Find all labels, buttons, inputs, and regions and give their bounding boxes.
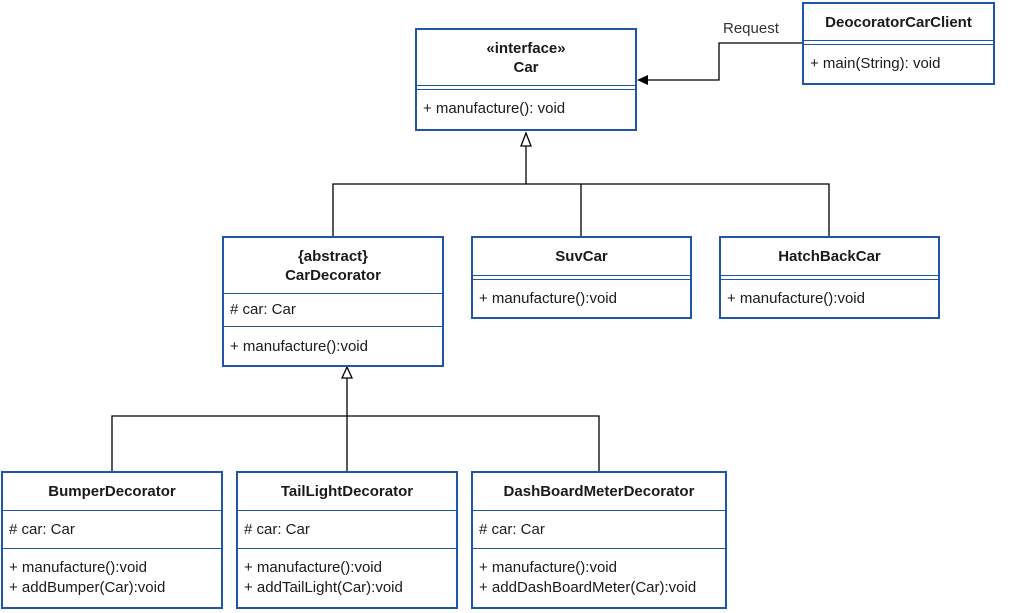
class-car-header: «interface» Car [417,30,635,85]
class-suv-car-name: SuvCar [555,248,608,265]
class-suv-car-header: SuvCar [473,238,690,275]
class-taillight-decorator-name: TailLightDecorator [280,483,414,500]
attribute-text: # car: Car [244,520,310,538]
method-text: + manufacture():void [244,559,382,576]
class-bumper-decorator-divider [3,548,221,549]
method-text: + addBumper(Car):void [9,579,166,596]
class-taillight-decorator[interactable]: TailLightDecorator # car: Car + manufact… [236,471,458,609]
class-taillight-decorator-methods: + manufacture():void + addTailLight(Car)… [238,549,456,607]
class-car-decorator-header: {abstract} CarDecorator [224,238,442,293]
attribute-text: # car: Car [9,520,75,538]
method-text: + manufacture():void [479,559,617,576]
class-hatchback-car-divider [721,275,938,280]
class-bumper-decorator-attributes: # car: Car [3,511,221,548]
class-taillight-decorator-divider [238,510,456,511]
class-car-stereotype: «interface» [486,39,566,57]
class-car[interactable]: «interface» Car + manufacture(): void [415,28,637,131]
attribute-text: # car: Car [230,301,296,318]
request-label: Request [723,20,779,37]
class-car-name: Car [513,58,539,76]
class-taillight-decorator-divider [238,548,456,549]
method-text: + addDashBoardMeter(Car):void [479,579,697,596]
realization-branches [332,183,830,237]
method-text: + manufacture():void [9,559,147,576]
class-taillight-decorator-attributes: # car: Car [238,511,456,548]
class-dashboard-decorator[interactable]: DashBoardMeterDecorator # car: Car + man… [471,471,727,609]
class-client-methods: + main(String): void [804,45,993,83]
decorator-branches [111,415,600,471]
class-bumper-decorator-header: BumperDecorator [3,473,221,510]
class-car-decorator-name: CarDecorator [285,266,381,284]
request-association-line [648,42,802,81]
class-car-decorator-divider [224,326,442,327]
class-dashboard-decorator-attributes: # car: Car [473,511,725,548]
class-client[interactable]: DeocoratorCarClient + main(String): void [802,2,995,85]
realization-arrowhead [520,131,532,147]
method-text: + addTailLight(Car):void [244,579,403,596]
class-bumper-decorator-name: BumperDecorator [48,483,176,500]
class-hatchback-car-name: HatchBackCar [778,248,881,265]
class-bumper-decorator[interactable]: BumperDecorator # car: Car + manufacture… [1,471,223,609]
class-client-name: DeocoratorCarClient [825,13,972,31]
method-text: + manufacture(): void [423,100,566,117]
method-text: + manufacture():void [727,289,865,307]
class-dashboard-decorator-divider [473,510,725,511]
class-hatchback-car[interactable]: HatchBackCar + manufacture():void [719,236,940,319]
class-dashboard-decorator-methods: + manufacture():void + addDashBoardMeter… [473,549,725,607]
class-bumper-decorator-divider [3,510,221,511]
method-text: + manufacture():void [479,289,617,307]
class-client-header: DeocoratorCarClient [804,4,993,40]
class-car-decorator-attributes: # car: Car [224,294,442,326]
class-car-methods: + manufacture(): void [417,90,635,128]
class-suv-car-divider [473,275,690,280]
class-suv-car[interactable]: SuvCar + manufacture():void [471,236,692,319]
class-car-decorator[interactable]: {abstract} CarDecorator # car: Car + man… [222,236,444,367]
class-car-decorator-divider [224,293,442,294]
class-car-decorator-stereotype: {abstract} [297,247,369,265]
class-hatchback-car-methods: + manufacture():void [721,280,938,317]
class-dashboard-decorator-divider [473,548,725,549]
generalization-arrowhead [340,365,354,379]
method-text: + manufacture():void [230,337,368,355]
class-bumper-decorator-methods: + manufacture():void + addBumper(Car):vo… [3,549,221,607]
class-car-decorator-methods: + manufacture():void [224,327,442,366]
association-arrowhead [637,75,648,85]
class-car-divider [417,85,635,90]
class-dashboard-decorator-header: DashBoardMeterDecorator [473,473,725,510]
method-text: + main(String): void [810,55,941,72]
class-suv-car-methods: + manufacture():void [473,280,690,317]
class-taillight-decorator-header: TailLightDecorator [238,473,456,510]
class-hatchback-car-header: HatchBackCar [721,238,938,275]
attribute-text: # car: Car [479,520,545,538]
class-dashboard-decorator-name: DashBoardMeterDecorator [503,483,695,500]
class-client-divider [804,40,993,45]
